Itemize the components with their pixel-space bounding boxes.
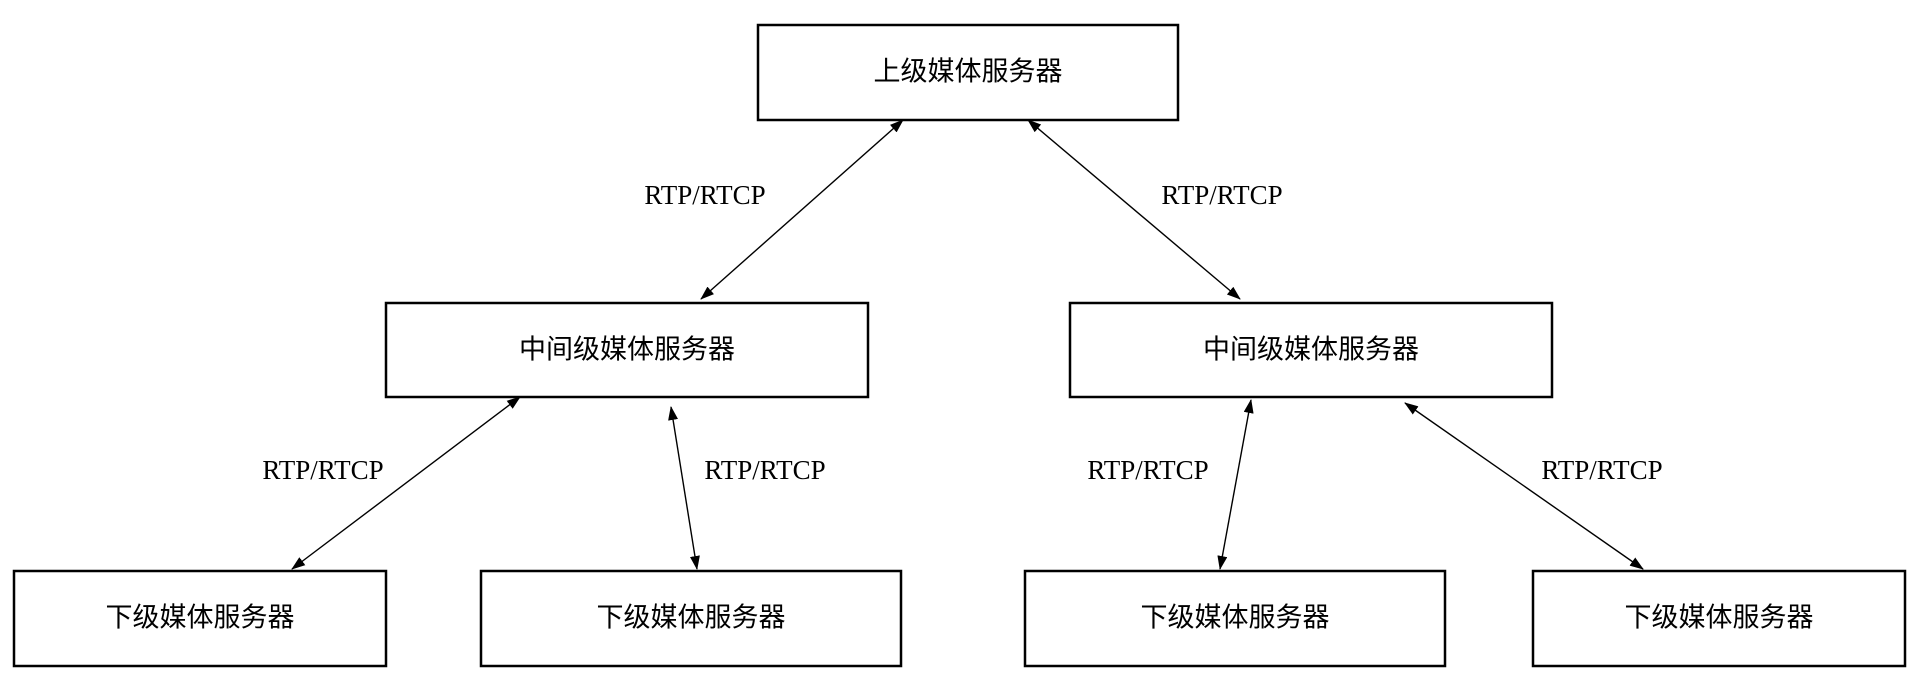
node-low-1: 下级媒体服务器	[12, 569, 388, 668]
node-low-1-box	[12, 569, 388, 668]
edge-label-mid-right-low-4: RTP/RTCP	[1541, 455, 1662, 485]
node-top: 上级媒体服务器	[756, 23, 1180, 122]
edge-mid-right-low-4	[1404, 402, 1644, 570]
node-low-3-box	[1023, 569, 1447, 668]
node-mid-right-box	[1068, 301, 1554, 399]
edge-label-mid-right-low-3: RTP/RTCP	[1087, 455, 1208, 485]
edge-label-top-mid-right: RTP/RTCP	[1161, 180, 1282, 210]
node-mid-right-label: 中间级媒体服务器	[1203, 335, 1419, 366]
node-low-4: 下级媒体服务器	[1531, 569, 1907, 668]
edge-mid-left-low-2	[668, 406, 700, 570]
node-mid-left: 中间级媒体服务器	[384, 301, 870, 399]
node-top-box	[756, 23, 1180, 122]
edge-top-mid-left	[700, 119, 904, 300]
edge-label-mid-left-low-1: RTP/RTCP	[262, 455, 383, 485]
edge-label-mid-left-low-2: RTP/RTCP	[704, 455, 825, 485]
edge-label-top-mid-left: RTP/RTCP	[644, 180, 765, 210]
node-low-4-box	[1531, 569, 1907, 668]
edge-top-mid-right	[1027, 119, 1241, 300]
node-low-2-box	[479, 569, 903, 668]
edges-group	[291, 119, 1644, 570]
edge-mid-right-low-3	[1217, 399, 1254, 570]
node-low-2-label: 下级媒体服务器	[597, 603, 786, 634]
node-mid-left-box	[384, 301, 870, 399]
node-low-3-label: 下级媒体服务器	[1141, 603, 1330, 634]
node-low-1-label: 下级媒体服务器	[106, 603, 295, 634]
edge-mid-left-low-1	[291, 396, 521, 570]
node-top-label: 上级媒体服务器	[874, 57, 1063, 88]
node-low-2: 下级媒体服务器	[479, 569, 903, 668]
node-mid-left-label: 中间级媒体服务器	[519, 335, 735, 366]
node-low-3: 下级媒体服务器	[1023, 569, 1447, 668]
node-low-4-label: 下级媒体服务器	[1625, 603, 1814, 634]
node-mid-right: 中间级媒体服务器	[1068, 301, 1554, 399]
edge-labels-group: RTP/RTCP RTP/RTCP RTP/RTCP RTP/RTCP RTP/…	[262, 180, 1662, 485]
